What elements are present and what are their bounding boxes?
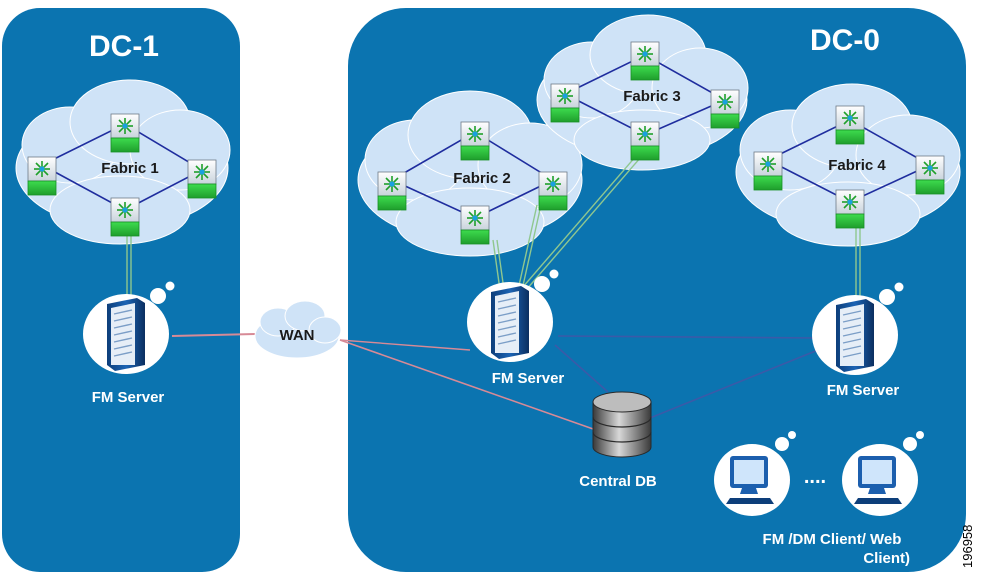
switch-icon [110, 113, 140, 153]
dc1-title: DC-1 [89, 30, 159, 63]
backbone-links [171, 333, 819, 431]
switch-icon [835, 189, 865, 229]
switch-icon [550, 83, 580, 123]
switch-icon [753, 151, 783, 191]
switch-icon [630, 41, 660, 81]
fabric3-label: Fabric 3 [623, 88, 681, 105]
fabric-uplinks [126, 147, 861, 300]
switch-icon [630, 121, 660, 161]
switch-icon [110, 197, 140, 237]
dc0-title: DC-0 [810, 24, 880, 57]
switch-icon [538, 171, 568, 211]
fabric1-label: Fabric 1 [101, 160, 159, 177]
wan-cloud-icon [254, 300, 342, 359]
fabric4-label: Fabric 4 [828, 157, 886, 174]
database-label: Central DB [579, 473, 657, 490]
figure-id: 196958 [960, 525, 975, 568]
switch-icon [187, 159, 217, 199]
dc0-left-server-label: FM Server [492, 370, 565, 387]
switch-icon [460, 121, 490, 161]
clients-label-line2: Client) [863, 550, 910, 567]
wan-label: WAN [280, 327, 315, 344]
switch-icon [27, 156, 57, 196]
dc0-right-server-label: FM Server [827, 382, 900, 399]
switch-icon [377, 171, 407, 211]
clients-label-line1: FM /DM Client/ Web [763, 531, 902, 548]
switch-icon [710, 89, 740, 129]
dc1-server-label: FM Server [92, 389, 165, 406]
switch-icon [915, 155, 945, 195]
fabric2-label: Fabric 2 [453, 170, 511, 187]
switch-icon [460, 205, 490, 245]
database-icon [592, 391, 652, 458]
clients-ellipsis: .... [804, 466, 826, 488]
switch-icon [835, 105, 865, 145]
